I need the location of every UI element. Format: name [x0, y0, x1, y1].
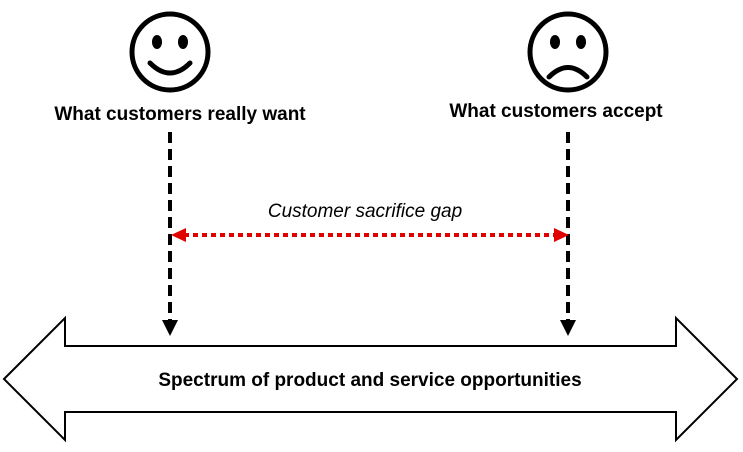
left-label: What customers really want — [54, 104, 306, 125]
right-dashed-arrow — [560, 132, 576, 336]
left-dashed-arrow — [162, 132, 178, 336]
gap-label: Customer sacrifice gap — [268, 201, 462, 222]
happy-face-icon — [129, 11, 211, 93]
right-label: What customers accept — [449, 101, 663, 122]
spectrum-label: Spectrum of product and service opportun… — [158, 370, 581, 391]
sacrifice-gap-arrow — [171, 228, 569, 242]
spectrum-arrow — [2, 315, 739, 443]
sad-face-icon — [527, 11, 609, 93]
